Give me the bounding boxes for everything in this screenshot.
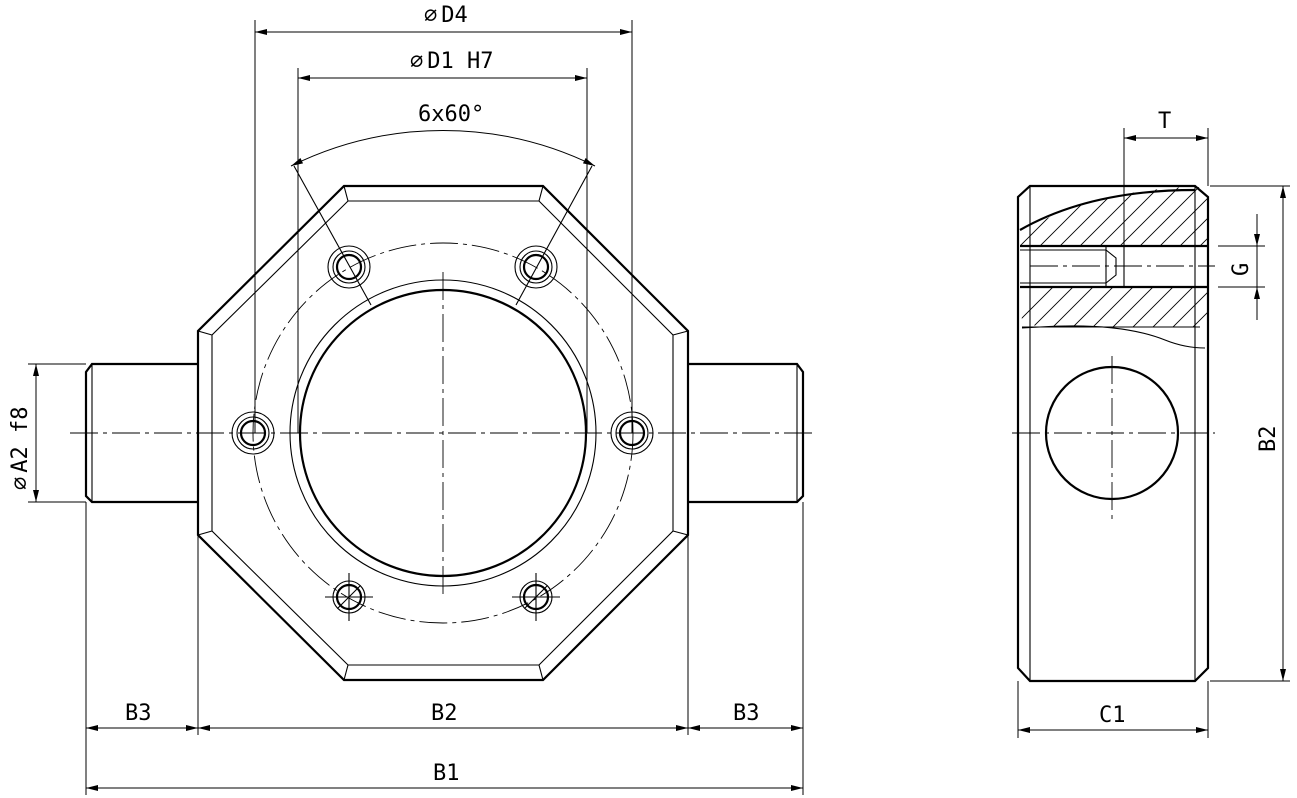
diameter-symbol: ∅ xyxy=(410,49,423,74)
dim-label-d1: ∅D1 H7 xyxy=(410,49,493,74)
dim-label-c1: C1 xyxy=(1099,703,1126,728)
dim-label-b3-right: B3 xyxy=(733,701,760,726)
dim-label-t: T xyxy=(1158,109,1171,134)
dimension-lines xyxy=(1018,135,1286,733)
bolt-hole xyxy=(325,573,373,621)
dim-label-pitch: 6x60° xyxy=(418,102,484,127)
dim-label-a2: ∅ A2 f8 xyxy=(8,407,33,490)
threaded-hole xyxy=(1020,244,1215,289)
dim-label-d4: ∅D4 xyxy=(424,3,468,28)
diameter-symbol: ∅ xyxy=(8,477,33,490)
dim-label-g: G xyxy=(1229,263,1254,276)
section-break xyxy=(1019,188,1196,231)
dim-text: A2 f8 xyxy=(8,407,33,473)
octagon-body xyxy=(196,184,690,682)
dimension-lines xyxy=(33,29,803,791)
bolt-hole xyxy=(327,245,371,289)
section-hatching xyxy=(1020,287,1208,327)
section-hatching xyxy=(1020,186,1208,246)
center-lines xyxy=(70,165,812,595)
dim-label-b2-front: B2 xyxy=(431,701,458,726)
bolt-hole xyxy=(514,245,558,289)
dim-label-b2-side: B2 xyxy=(1256,426,1281,453)
dim-label-b3-left: B3 xyxy=(125,701,152,726)
extension-lines xyxy=(28,20,804,795)
dim-text: D4 xyxy=(441,3,468,28)
front-view: ∅D4 ∅D1 H7 6x60° ∅A2 f8 B3 B2 B3 B1 xyxy=(8,3,812,795)
bolt-hole xyxy=(512,573,560,621)
diameter-symbol: ∅ xyxy=(424,3,437,28)
dim-label-b1: B1 xyxy=(433,761,460,786)
side-view: T G B2 C1 xyxy=(1012,109,1290,738)
dim-text: D1 H7 xyxy=(427,49,493,74)
